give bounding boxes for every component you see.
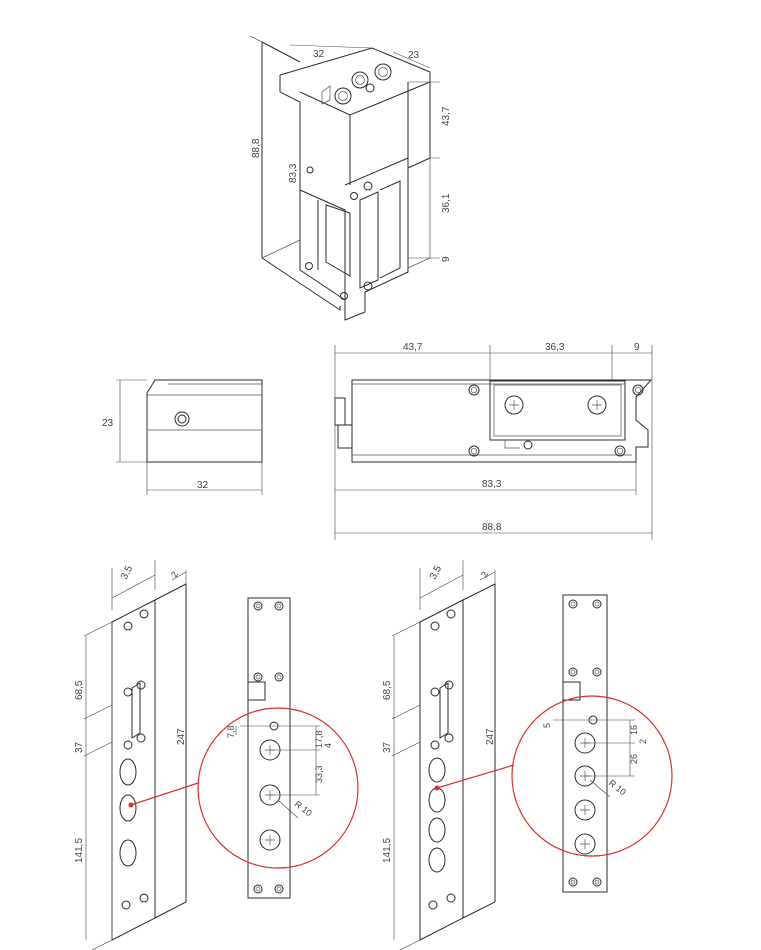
detail-leader-left (130, 782, 199, 806)
left-detail-d1-label: 7,8 (226, 725, 236, 738)
right-detail-spacing-label: 26 (629, 754, 639, 764)
strike-plate-left: 3,5 2 68,5 37 141,5 247 (74, 560, 187, 950)
front-view: 43,7 36,3 9 83,3 88,8 (334, 342, 653, 540)
iso-height-body-label: 83,3 (288, 163, 299, 183)
iso-middle-label: 36,1 (441, 193, 452, 213)
left-top-length-label: 68,5 (74, 680, 85, 700)
right-bottom-length-label: 141,5 (382, 838, 393, 863)
left-plate-width-label: 3,5 (119, 564, 135, 582)
detail-leader-dot-right (434, 785, 440, 791)
strike-plate-right: 3,5 2 68,5 37 141,5 247 (382, 560, 496, 950)
left-detail-radius-label: R 10 (293, 799, 314, 819)
iso-height-total-label: 88,8 (251, 138, 262, 158)
detail-leader-right (436, 764, 515, 789)
iso-bottom-label: 9 (441, 256, 452, 262)
iso-depth-label: 23 (408, 50, 420, 61)
right-detail-d1-label: 5 (542, 723, 552, 728)
right-plate-thickness-label: 2 (479, 570, 490, 579)
strike-front-left: 7,8 17,8 4 33,3 R 10 (226, 597, 333, 899)
front-total-length-label: 88,8 (482, 522, 502, 533)
front-seg3-label: 9 (634, 342, 640, 353)
left-detail-spacing-label: 33,3 (314, 765, 324, 783)
left-detail-d3-label: 4 (323, 743, 333, 748)
detail-leader-dot-left (128, 802, 134, 808)
right-total-length-label: 247 (485, 728, 496, 745)
left-detail-d2-label: 17,8 (314, 730, 324, 748)
front-seg2-label: 36,3 (545, 342, 565, 353)
strike-front-right: 5 16 2 26 R 10 (542, 594, 648, 893)
right-gap-label: 37 (382, 741, 393, 753)
left-total-length-label: 247 (176, 728, 187, 745)
side-view: 23 32 (102, 379, 263, 495)
side-width-label: 32 (197, 480, 209, 491)
detail-circle-right (511, 695, 673, 857)
right-plate-width-label: 3,5 (428, 564, 444, 582)
right-detail-d2-label: 16 (629, 725, 639, 735)
iso-width-label: 32 (313, 49, 325, 60)
isometric-view: 32 23 88,8 83,3 43,7 36,1 9 (249, 35, 452, 321)
left-plate-thickness-label: 2 (169, 570, 180, 579)
right-top-length-label: 68,5 (382, 680, 393, 700)
left-bottom-length-label: 141,5 (74, 838, 85, 863)
left-gap-label: 37 (74, 741, 85, 753)
right-detail-radius-label: R 10 (607, 778, 628, 798)
front-seg1-label: 43,7 (403, 342, 423, 353)
side-height-label: 23 (102, 418, 114, 429)
front-body-length-label: 83,3 (482, 479, 502, 490)
right-detail-d3-label: 2 (638, 739, 648, 744)
iso-top-label: 43,7 (441, 106, 452, 126)
detail-circle-left (197, 707, 359, 869)
